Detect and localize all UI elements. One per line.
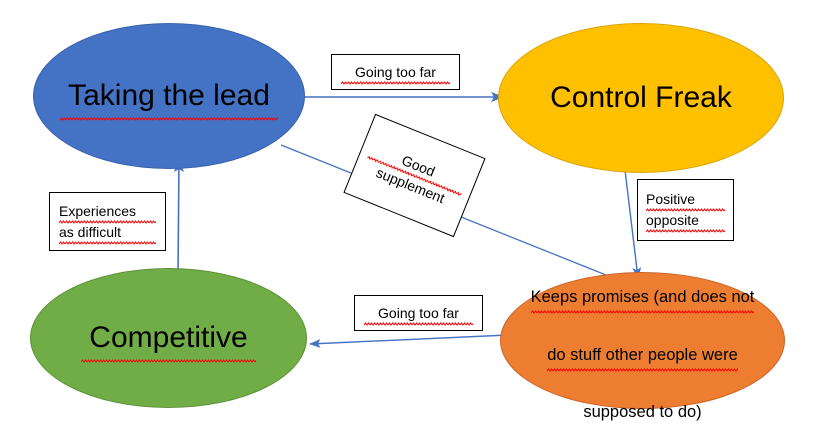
node-taking-the-lead-label: Taking the lead bbox=[60, 76, 278, 121]
node-keeps-promises-label: Keeps promises (and does not do stuff ot… bbox=[523, 254, 763, 423]
edge-label-good-supplement[interactable]: Good supplement bbox=[343, 113, 486, 238]
connector-keeps-to-competitive bbox=[309, 334, 509, 348]
node-control-freak[interactable]: Control Freak bbox=[498, 23, 784, 173]
node-keeps-promises[interactable]: Keeps promises (and does not do stuff ot… bbox=[500, 272, 785, 421]
edge-label-going-too-far-bottom[interactable]: Going too far bbox=[354, 295, 483, 331]
edge-label-experiences-as-difficult[interactable]: Experiences as difficult bbox=[49, 192, 166, 251]
node-competitive[interactable]: Competitive bbox=[30, 268, 307, 408]
connector-competitive-to-lead bbox=[173, 159, 185, 275]
node-keeps-promises-line-1: Keeps promises (and does not bbox=[530, 283, 754, 315]
node-control-freak-label: Control Freak bbox=[550, 81, 732, 115]
edge-label-positive-opposite[interactable]: Positive opposite bbox=[637, 179, 734, 241]
edge-label-experiences-line-2: as difficult bbox=[59, 222, 156, 245]
edge-label-going-too-far-top-text: Going too far bbox=[341, 62, 450, 85]
node-competitive-label: Competitive bbox=[81, 318, 257, 363]
edge-label-experiences-line-1: Experiences bbox=[59, 201, 156, 224]
node-keeps-promises-line-3: supposed to do) bbox=[583, 398, 701, 423]
node-taking-the-lead[interactable]: Taking the lead bbox=[33, 23, 305, 169]
edge-label-going-too-far-top[interactable]: Going too far bbox=[331, 54, 460, 90]
edge-label-going-too-far-bottom-text: Going too far bbox=[364, 303, 473, 326]
edge-label-positive-opposite-line-1: Positive bbox=[646, 189, 725, 213]
edge-label-positive-opposite-line-2: opposite bbox=[646, 210, 725, 234]
node-keeps-promises-line-2: do stuff other people were bbox=[547, 341, 738, 372]
